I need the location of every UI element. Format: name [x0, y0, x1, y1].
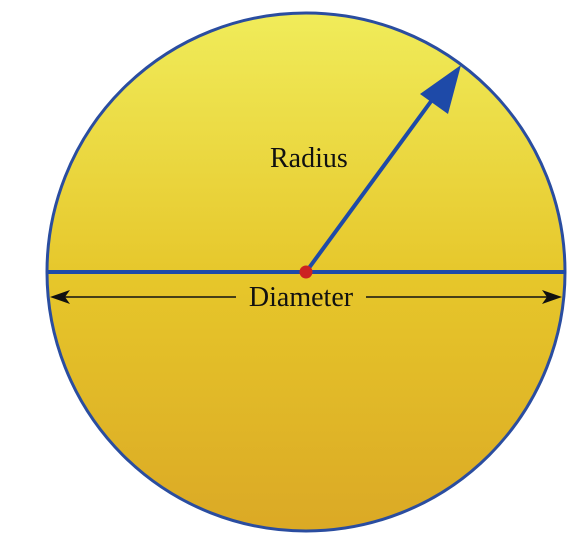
diameter-arrow-right-head: [542, 290, 562, 304]
radius-arrow-head: [420, 65, 461, 114]
diameter-label: Diameter: [249, 282, 354, 313]
arrow-up-right-icon: [304, 65, 461, 274]
center-point-dot: [299, 265, 313, 279]
radius-label: Radius: [270, 143, 348, 174]
double-arrow-horizontal-icon: [50, 290, 562, 304]
diameter-arrow-left-head: [50, 290, 70, 304]
radius-arrow-shaft: [304, 98, 434, 274]
